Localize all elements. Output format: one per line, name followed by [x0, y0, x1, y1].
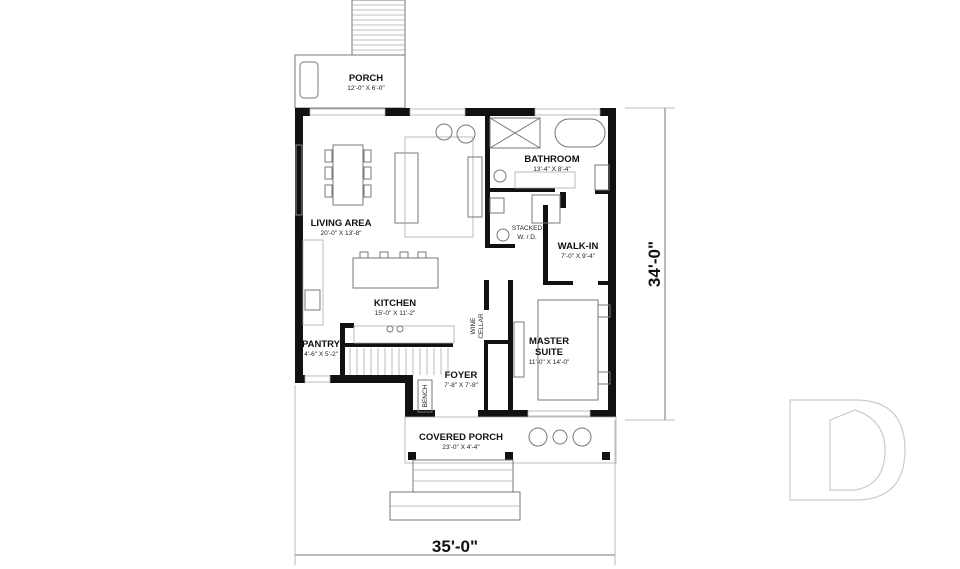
room-kitchen: KITCHEN: [374, 298, 416, 309]
rear-porch: [294, 54, 406, 109]
vanity: [514, 171, 576, 189]
stairs: [349, 348, 449, 375]
furniture: [302, 117, 611, 447]
lounge-chair: [299, 61, 319, 99]
bench: [417, 379, 433, 413]
front-steps: [412, 459, 514, 493]
dresser: [513, 321, 525, 378]
room-size: 11'-0" X 14'-0": [529, 359, 570, 366]
room-covered-porch: COVERED PORCH: [419, 432, 503, 443]
cellar-label: CELLAR: [478, 313, 485, 339]
dimension-lines: [294, 107, 675, 565]
wine-label: WINE: [470, 317, 477, 335]
wd-label: W. / D.: [517, 234, 537, 241]
covered-porch: [389, 416, 617, 521]
dining-table: [332, 144, 364, 206]
windows: [295, 108, 601, 417]
stacked-label: STACKED: [512, 225, 543, 232]
room-size: 15'-0" X 11'-2": [375, 310, 416, 317]
bed: [537, 299, 599, 401]
room-size: 7'-0" X 9'-4": [561, 253, 596, 260]
room-master-suite: MASTER: [529, 336, 569, 347]
room-pantry: PANTRY: [302, 339, 341, 350]
room-bathroom: BATHROOM: [524, 154, 579, 165]
room-size: 4'-6" X 5'-2": [304, 351, 339, 358]
range-counter: [353, 325, 455, 344]
room-porch: PORCH: [349, 73, 383, 84]
shower: [489, 117, 541, 149]
room-size: 7'-8" X 7'-8": [444, 382, 479, 389]
interior-walls: [340, 108, 616, 415]
logo: [789, 399, 906, 501]
exterior-walls: [295, 108, 616, 417]
armchair: [456, 124, 476, 144]
width-dimension: 35'-0": [432, 537, 478, 556]
room-size: 20'-0" X 13'-8": [320, 230, 362, 237]
room-living-area: LIVING AREA: [311, 218, 372, 229]
room-foyer: FOYER: [445, 370, 478, 381]
sofa: [394, 152, 419, 224]
toilet: [493, 169, 507, 183]
rear-stair: [351, 0, 406, 56]
room-size: 13'-4" X 8'-4": [533, 166, 571, 173]
kitchen-counter: [302, 239, 324, 326]
tv-console: [467, 156, 483, 218]
bench-label: BENCH: [422, 384, 429, 407]
room-walk-in: WALK-IN: [558, 241, 599, 252]
rug: [404, 136, 474, 238]
kitchen-island: [352, 257, 439, 289]
sink: [304, 289, 321, 311]
room-size: 23'-0" X 4'-4": [442, 444, 480, 451]
room-size: 12'-0" X 6'-0": [347, 85, 385, 92]
room-name-line2: SUITE: [535, 347, 563, 358]
depth-dimension: 34'-0": [645, 241, 664, 287]
washer-dryer: [531, 194, 561, 224]
bathtub: [554, 118, 606, 148]
